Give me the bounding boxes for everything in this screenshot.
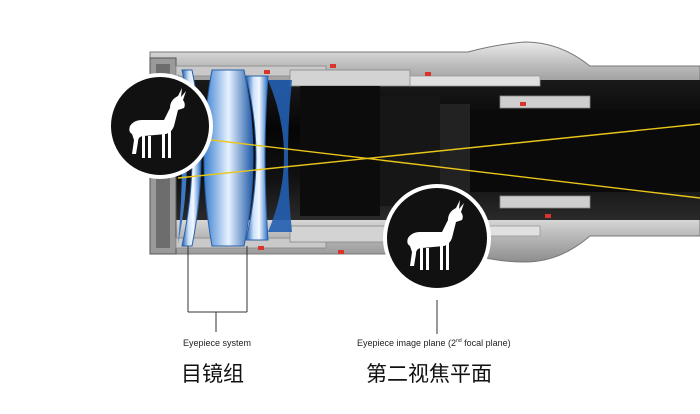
- image-plane-label-suffix: focal plane): [461, 338, 511, 348]
- deer-badge-1: [107, 73, 213, 179]
- image-plane-label-sup: nd: [456, 338, 462, 344]
- deer-icon: [407, 200, 464, 270]
- eyepiece-system-bracket: [187, 246, 248, 332]
- image-plane-label-zh: 第二视焦平面: [366, 362, 492, 386]
- image-plane-label-en: Eyepiece image plane (2nd focal plane): [357, 338, 511, 348]
- deer-icon: [129, 88, 186, 158]
- image-plane-label-prefix: Eyepiece image plane (2: [357, 338, 457, 348]
- light-rays: [177, 123, 700, 199]
- eyepiece-system-label-zh: 目镜组: [181, 362, 244, 386]
- deer-badge-2: [383, 184, 491, 292]
- eyepiece-system-label-en: Eyepiece system: [183, 338, 252, 348]
